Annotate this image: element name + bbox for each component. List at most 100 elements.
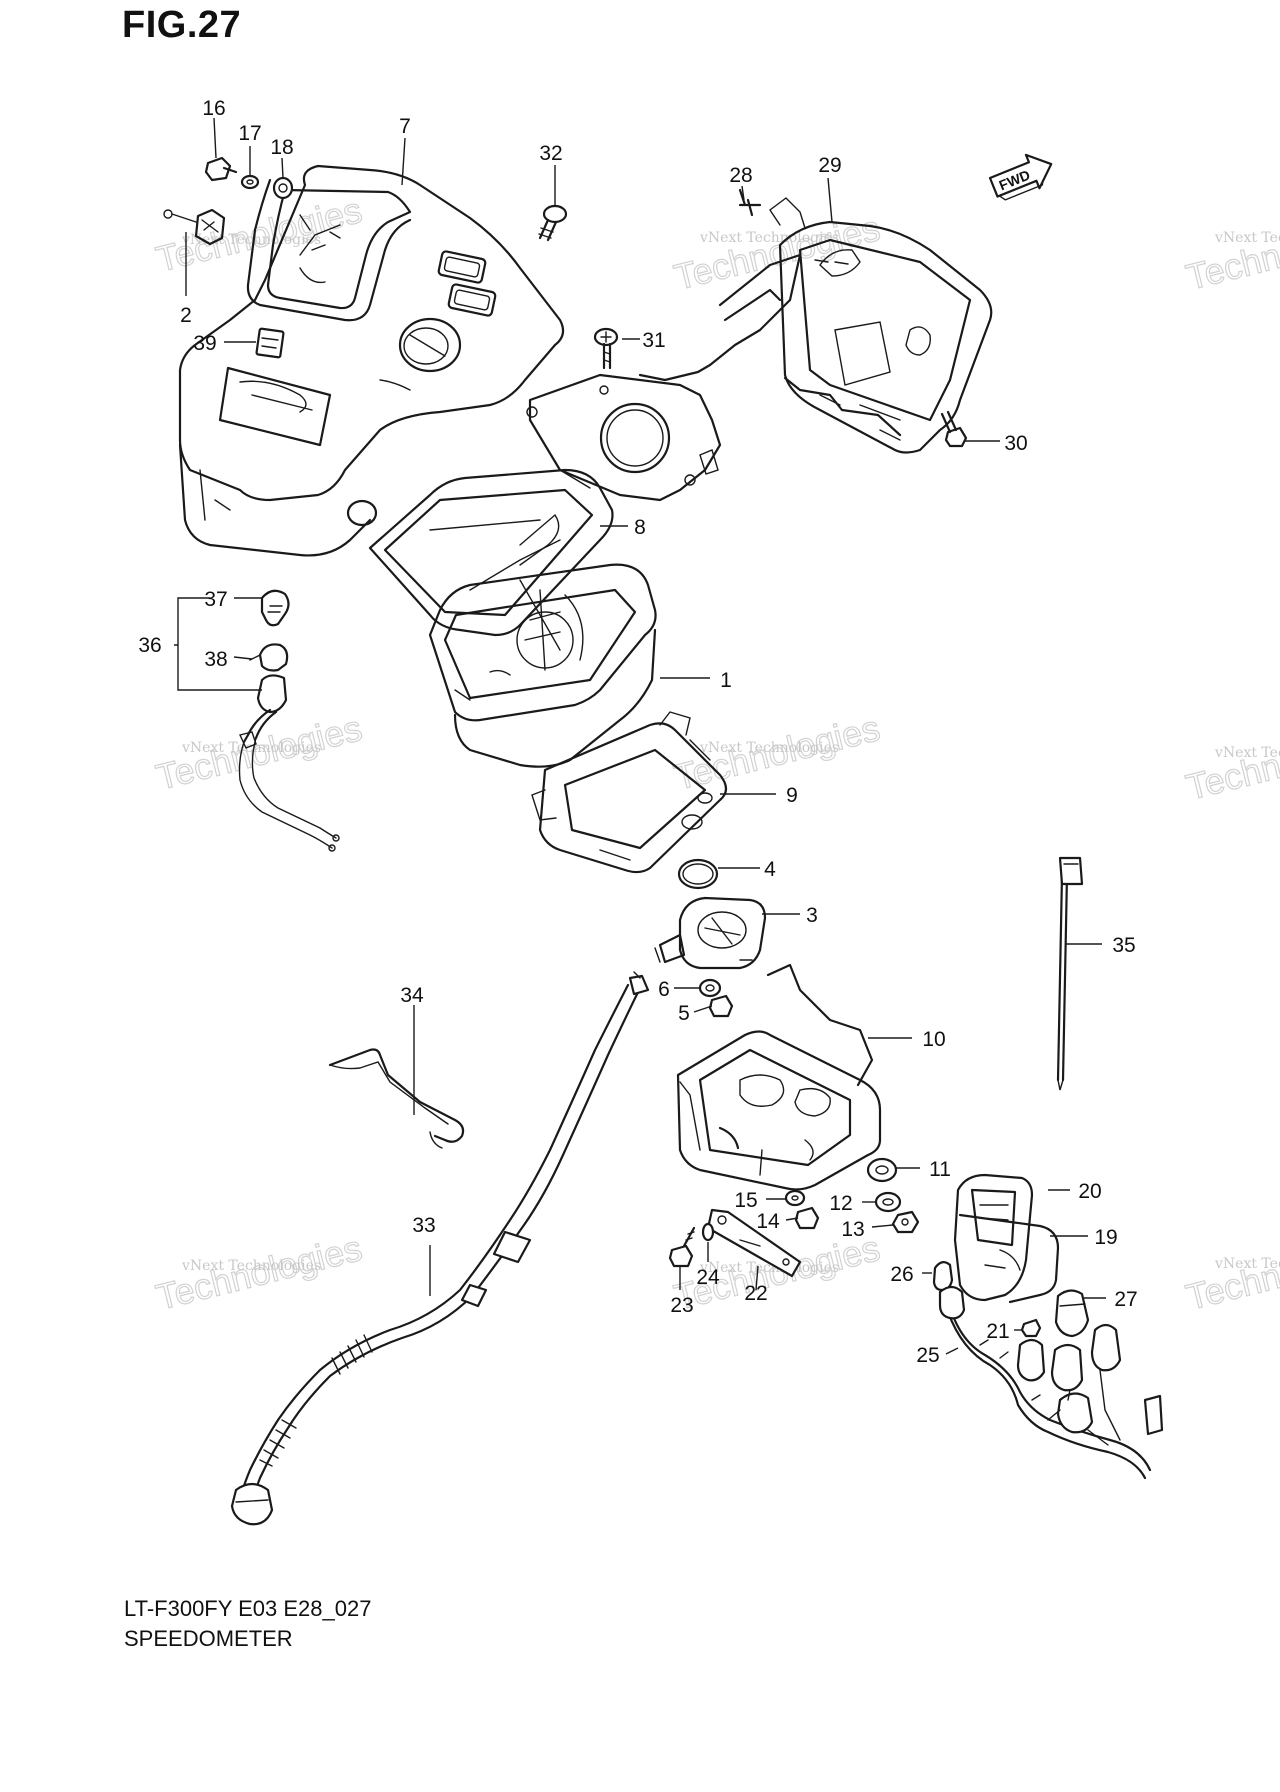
callout-36: 36 bbox=[138, 634, 161, 657]
bulb-26 bbox=[932, 1261, 954, 1292]
callout-11: 11 bbox=[929, 1158, 951, 1181]
callout-29: 29 bbox=[818, 154, 841, 177]
handlebar-cover bbox=[638, 197, 993, 454]
watermark-small: vNext Technologies bbox=[1214, 230, 1280, 246]
diagram-caption: SPEEDOMETER bbox=[124, 1626, 293, 1651]
callout-5: 5 bbox=[678, 1002, 690, 1025]
callout-9: 9 bbox=[786, 784, 798, 807]
callout-33: 33 bbox=[412, 1214, 435, 1237]
screw-30 bbox=[940, 410, 968, 448]
watermark-big: Technologies bbox=[1182, 717, 1280, 808]
watermark-small: vNext Technologies bbox=[699, 230, 839, 246]
callout-1: 1 bbox=[720, 669, 732, 692]
watermark-small: vNext Technologies bbox=[699, 740, 839, 756]
lower-meter-bracket bbox=[531, 711, 728, 874]
screw-5 bbox=[708, 994, 734, 1018]
washer-17 bbox=[240, 174, 260, 190]
leader-13 bbox=[871, 1224, 894, 1228]
callout-19: 19 bbox=[1094, 1226, 1117, 1249]
washer-6 bbox=[698, 978, 722, 998]
indicator-housing bbox=[953, 1173, 1060, 1304]
callout-21: 21 bbox=[986, 1320, 1009, 1343]
speedometer-gear-box bbox=[654, 896, 767, 970]
screw-23 bbox=[668, 1226, 696, 1268]
callout-20: 20 bbox=[1078, 1180, 1101, 1203]
callout-26: 26 bbox=[890, 1263, 913, 1286]
callout-34: 34 bbox=[400, 984, 424, 1007]
watermark-small: vNext Technologies bbox=[181, 740, 321, 756]
callout-37: 37 bbox=[204, 588, 227, 611]
watermark-small: vNext Technologies bbox=[699, 1260, 839, 1276]
model-code: LT-F300FY E03 E28_027 bbox=[124, 1596, 372, 1621]
bulb-38 bbox=[249, 643, 289, 672]
watermark-big: Technologies bbox=[1182, 207, 1280, 298]
speedometer-assembly bbox=[428, 563, 657, 768]
callout-7: 7 bbox=[399, 115, 411, 138]
callout-labels: 16 17 18 7 2 39 32 31 28 29 30 8 1 9 4 3… bbox=[138, 97, 1137, 1367]
callout-31: 31 bbox=[642, 329, 665, 352]
callout-12: 12 bbox=[829, 1192, 852, 1215]
callout-24: 24 bbox=[696, 1266, 720, 1289]
cable-tie-35 bbox=[1056, 856, 1084, 1091]
wire-clip-34 bbox=[328, 1048, 465, 1149]
screw-21 bbox=[1020, 1318, 1042, 1338]
callout-30: 30 bbox=[1004, 432, 1027, 455]
callout-6: 6 bbox=[658, 978, 670, 1001]
speedometer-cable-33 bbox=[230, 971, 650, 1526]
leader-7 bbox=[401, 137, 406, 186]
leader-25 bbox=[945, 1347, 959, 1355]
washer-12 bbox=[874, 1191, 902, 1213]
leader-36-bracket bbox=[174, 597, 262, 691]
leader-22 bbox=[755, 1265, 759, 1291]
leader-29 bbox=[827, 177, 833, 223]
callout-27: 27 bbox=[1114, 1288, 1137, 1311]
leader-16 bbox=[213, 117, 217, 159]
nut-13 bbox=[891, 1210, 920, 1234]
callout-28: 28 bbox=[729, 164, 752, 187]
callout-23: 23 bbox=[670, 1294, 693, 1317]
callout-14: 14 bbox=[756, 1210, 780, 1233]
forward-direction-arrow: FWD bbox=[988, 153, 1053, 201]
watermark-small: vNext Technologies bbox=[1214, 745, 1280, 761]
bulb-37 bbox=[260, 589, 290, 627]
callout-3: 3 bbox=[806, 904, 818, 927]
figure-title: FIG.27 bbox=[122, 4, 242, 46]
upper-meter-cover bbox=[163, 164, 565, 557]
leader-lines bbox=[174, 117, 1106, 1355]
callout-17: 17 bbox=[238, 122, 261, 145]
callout-13: 13 bbox=[841, 1218, 864, 1241]
callout-8: 8 bbox=[634, 516, 646, 539]
callout-15: 15 bbox=[734, 1189, 757, 1212]
screw-32 bbox=[538, 204, 568, 242]
callout-35: 35 bbox=[1112, 934, 1135, 957]
callout-10: 10 bbox=[922, 1028, 945, 1051]
callout-4: 4 bbox=[764, 858, 776, 881]
washer-15 bbox=[784, 1189, 806, 1207]
screw-14 bbox=[794, 1206, 820, 1230]
screw-31 bbox=[593, 327, 619, 370]
callout-2: 2 bbox=[180, 304, 192, 327]
bolt-16 bbox=[204, 156, 238, 182]
watermark-small: vNext Technologies bbox=[1214, 1256, 1280, 1272]
leader-38 bbox=[233, 656, 253, 660]
washer-18 bbox=[272, 176, 294, 200]
watermark-small: vNext Technologies bbox=[181, 232, 321, 248]
o-ring-4 bbox=[677, 858, 719, 890]
meter-base-plate bbox=[526, 373, 722, 502]
meter-mounting-bracket bbox=[676, 963, 882, 1191]
socket-27 bbox=[1054, 1289, 1090, 1338]
leader-18 bbox=[281, 157, 284, 179]
grommet-11 bbox=[866, 1157, 898, 1183]
callout-18: 18 bbox=[270, 136, 293, 159]
callout-39: 39 bbox=[193, 332, 216, 355]
meter-gasket-frame bbox=[368, 468, 614, 637]
watermark-small: vNext Technologies bbox=[181, 1258, 321, 1274]
watermark-group: Technologies vNext Technologies Technolo… bbox=[151, 189, 1280, 1319]
wiring-harness-25 bbox=[938, 1285, 1164, 1480]
watermark-big: Technologies bbox=[1182, 1227, 1280, 1318]
callout-22: 22 bbox=[744, 1282, 767, 1305]
leader-14 bbox=[785, 1217, 799, 1221]
callout-38: 38 bbox=[204, 648, 227, 671]
callout-25: 25 bbox=[916, 1344, 939, 1367]
